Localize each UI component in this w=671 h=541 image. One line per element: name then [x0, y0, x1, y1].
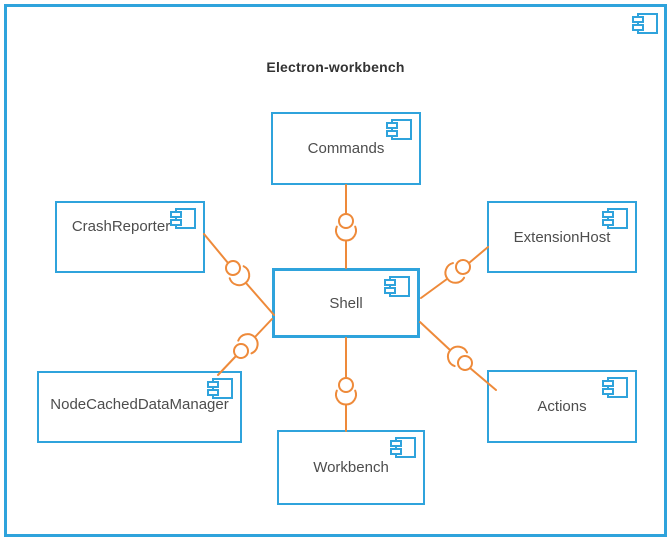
component-shell-label: Shell	[329, 294, 363, 312]
component-crashreporter-label: CrashReporter	[71, 218, 171, 235]
component-icon	[602, 208, 628, 229]
component-nodecacheddatamanager: NodeCachedDataManager	[37, 371, 242, 443]
component-workbench: Workbench	[277, 430, 425, 505]
component-extensionhost: ExtensionHost	[487, 201, 637, 273]
component-icon	[602, 377, 628, 398]
component-extensionhost-label: ExtensionHost	[513, 228, 611, 246]
component-workbench-label: Workbench	[313, 459, 389, 476]
component-icon	[386, 119, 412, 140]
component-icon	[207, 378, 233, 399]
diagram-title: Electron-workbench	[266, 59, 405, 75]
component-shell: Shell	[272, 268, 420, 338]
component-icon	[170, 208, 196, 229]
component-commands: Commands	[271, 112, 421, 185]
component-crashreporter: CrashReporter	[55, 201, 205, 273]
component-actions-label: Actions	[537, 398, 587, 415]
component-icon	[390, 437, 416, 458]
component-nodecacheddatamanager-label: NodeCachedDataManager	[50, 395, 229, 413]
component-actions: Actions	[487, 370, 637, 443]
component-icon	[384, 276, 410, 297]
component-icon	[632, 13, 658, 34]
component-commands-label: Commands	[307, 140, 385, 157]
